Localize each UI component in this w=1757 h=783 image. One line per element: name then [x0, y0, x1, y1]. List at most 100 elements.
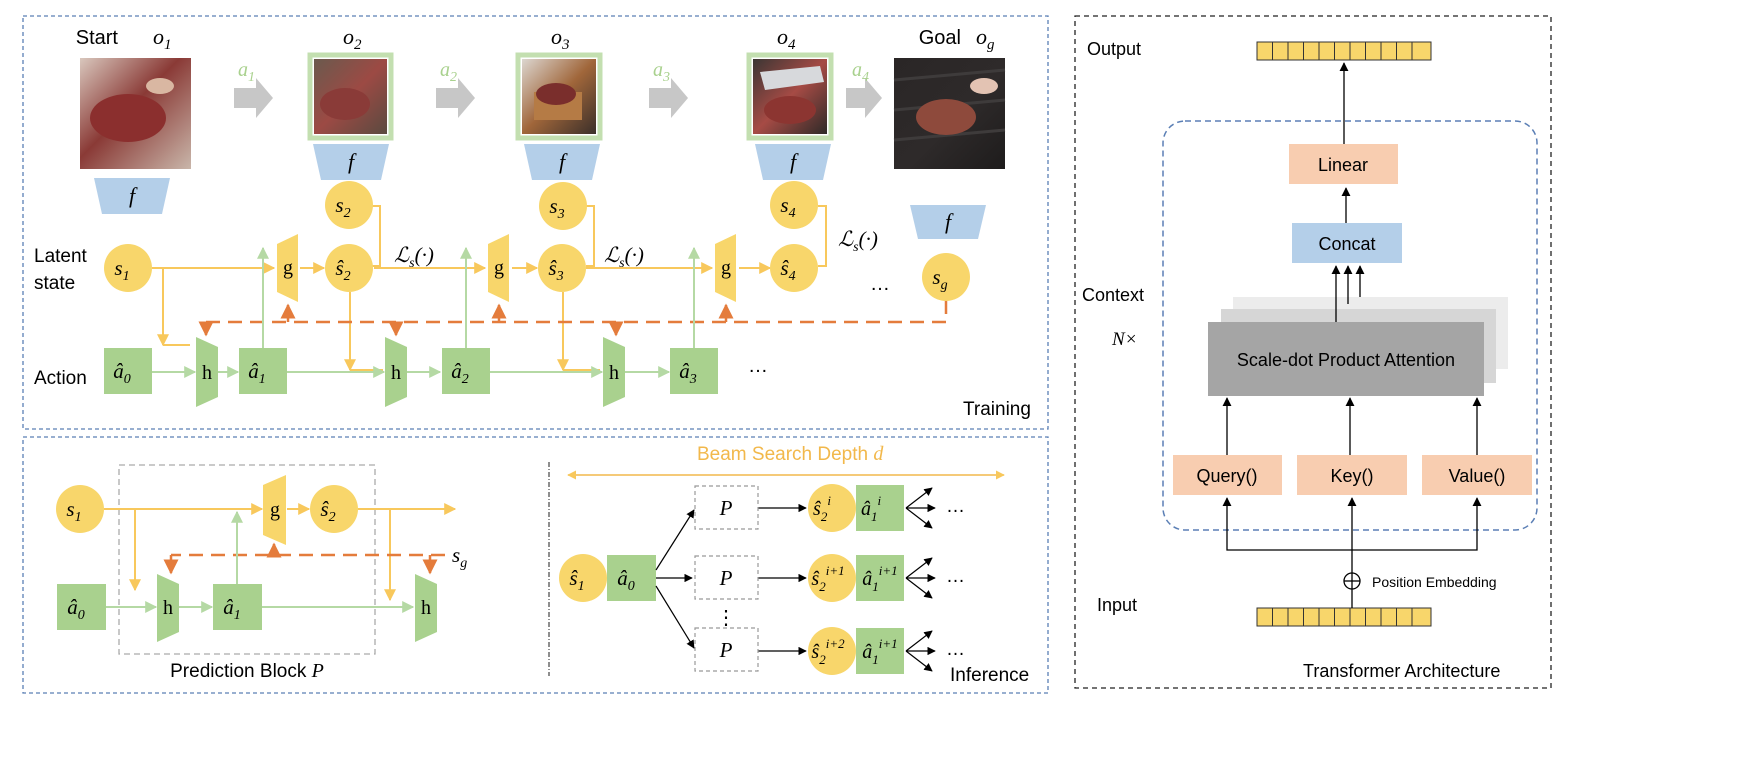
pred-action-a2: â2: [442, 348, 490, 394]
state-ellipsis: …: [870, 273, 890, 295]
inf-ellipsis-3: …: [946, 639, 965, 660]
row-label-latent: Latent: [34, 246, 88, 267]
svg-text:ℒs(·): ℒs(·): [394, 243, 434, 271]
frame-label-goal: Goal og: [919, 24, 995, 53]
svg-text:ŝ2: ŝ2: [335, 256, 350, 284]
loss-label-3: ℒs(·): [838, 227, 878, 255]
position-embedding-label: Position Embedding: [1372, 574, 1497, 590]
value-block: Value(): [1422, 455, 1532, 495]
frame-label-2: o2: [343, 24, 362, 53]
state-sg: sg: [922, 253, 970, 301]
svg-text:f: f: [129, 183, 138, 208]
svg-text:Concat: Concat: [1318, 234, 1375, 254]
h-module-3: h: [603, 337, 625, 407]
g-module-3: g: [715, 234, 736, 302]
encoder-f-2: f: [313, 144, 389, 180]
pb-action-a0: â0: [57, 584, 106, 630]
pred-action-a3: â3: [670, 348, 718, 394]
svg-text:s4: s4: [780, 193, 795, 221]
g-module-1: g: [277, 234, 298, 302]
loss-label-2: ℒs(·): [604, 243, 644, 271]
transformer-arrows: [1222, 62, 1482, 608]
g-module-2: g: [488, 234, 509, 302]
pb-h-module-2: h: [415, 574, 437, 642]
inf-branch-1: ŝ2i â1i: [808, 484, 904, 532]
pb-goal-state: sg: [452, 543, 467, 571]
transformer-caption: Transformer Architecture: [1303, 661, 1500, 681]
svg-text:â1i+1: â1i+1: [862, 636, 897, 667]
pb-h-module-1: h: [157, 574, 179, 642]
pb-goal-lines: [163, 542, 445, 575]
output-label: Output: [1087, 39, 1141, 59]
attention-block: Scale-dot Product Attention: [1208, 322, 1484, 396]
input-label: Input: [1097, 595, 1137, 615]
row-label-action: Action: [34, 368, 87, 389]
svg-text:o1: o1: [153, 24, 172, 53]
row-label-state: state: [34, 273, 75, 294]
svg-text:Query(): Query(): [1196, 466, 1257, 486]
svg-text:g: g: [270, 499, 280, 521]
transition-arrow-4: a4: [846, 59, 882, 118]
beam-depth-label: Beam Search Depth d: [697, 443, 884, 465]
encoder-f-1: f: [94, 178, 170, 214]
svg-text:ℒs(·): ℒs(·): [838, 227, 878, 255]
pred-state-s2: ŝ2: [325, 244, 373, 292]
inference-caption: Inference: [950, 665, 1029, 686]
output-token-bar: [1256, 41, 1432, 61]
inf-state-s1: ŝ1: [559, 554, 607, 602]
svg-text:f: f: [790, 149, 799, 174]
svg-text:o2: o2: [343, 24, 362, 53]
context-block-border: [1162, 120, 1538, 531]
svg-text:ŝ1: ŝ1: [569, 566, 584, 594]
svg-text:s1: s1: [114, 256, 129, 284]
inf-p-block-1: P: [694, 485, 759, 530]
state-s1: s1: [104, 244, 152, 292]
query-block: Query(): [1173, 455, 1282, 495]
svg-text:â1i+1: â1i+1: [862, 563, 897, 594]
pb-g-module: g: [263, 475, 286, 545]
context-label: Context: [1082, 285, 1144, 305]
svg-text:Start: Start: [76, 27, 119, 49]
inf-action-a0: â0: [607, 555, 656, 601]
svg-text:Value(): Value(): [1449, 466, 1506, 486]
svg-text:f: f: [348, 149, 357, 174]
svg-text:P: P: [719, 496, 733, 520]
svg-text:a3: a3: [653, 59, 670, 85]
svg-text:ŝ2i+2: ŝ2i+2: [811, 636, 845, 667]
svg-text:â0: â0: [67, 595, 85, 623]
goal-feedback-lines: [198, 300, 948, 337]
encoder-f-4: f: [755, 144, 831, 180]
frame-label-4: o4: [777, 24, 796, 53]
inf-ellipsis-2: …: [946, 566, 965, 587]
transition-arrow-2: a2: [436, 59, 475, 118]
svg-text:h: h: [391, 362, 401, 384]
svg-text:â3: â3: [679, 359, 697, 387]
photo-goal: [893, 58, 1006, 169]
svg-text:a1: a1: [238, 59, 255, 85]
n-times-label: N×: [1111, 329, 1138, 350]
transformer-panel-border: [1074, 15, 1552, 689]
svg-text:P: P: [719, 566, 733, 590]
photo-frame-3: [515, 52, 603, 141]
encoder-f-goal: f: [910, 205, 986, 239]
svg-text:â0: â0: [113, 359, 131, 387]
input-token-bar: [1256, 607, 1432, 627]
pred-action-a0: â0: [104, 348, 152, 394]
photo-start: [80, 58, 191, 169]
photo-frame-2: [307, 52, 394, 141]
svg-text:â1i: â1i: [861, 493, 882, 524]
svg-text:h: h: [421, 597, 431, 619]
svg-text:Linear: Linear: [1318, 155, 1368, 175]
h-module-1: h: [196, 337, 218, 407]
inf-branch-3: ŝ2i+2 â1i+1: [808, 627, 904, 675]
inf-ellipsis-1: …: [946, 496, 965, 517]
svg-text:ŝ2: ŝ2: [320, 497, 335, 525]
svg-text:a4: a4: [852, 59, 869, 85]
svg-text:â1: â1: [223, 595, 241, 623]
svg-text:s2: s2: [335, 193, 350, 221]
svg-text:o4: o4: [777, 24, 796, 53]
position-add-icon: [1343, 572, 1361, 590]
svg-text:ŝ3: ŝ3: [548, 256, 563, 284]
svg-text:Key(): Key(): [1330, 466, 1373, 486]
